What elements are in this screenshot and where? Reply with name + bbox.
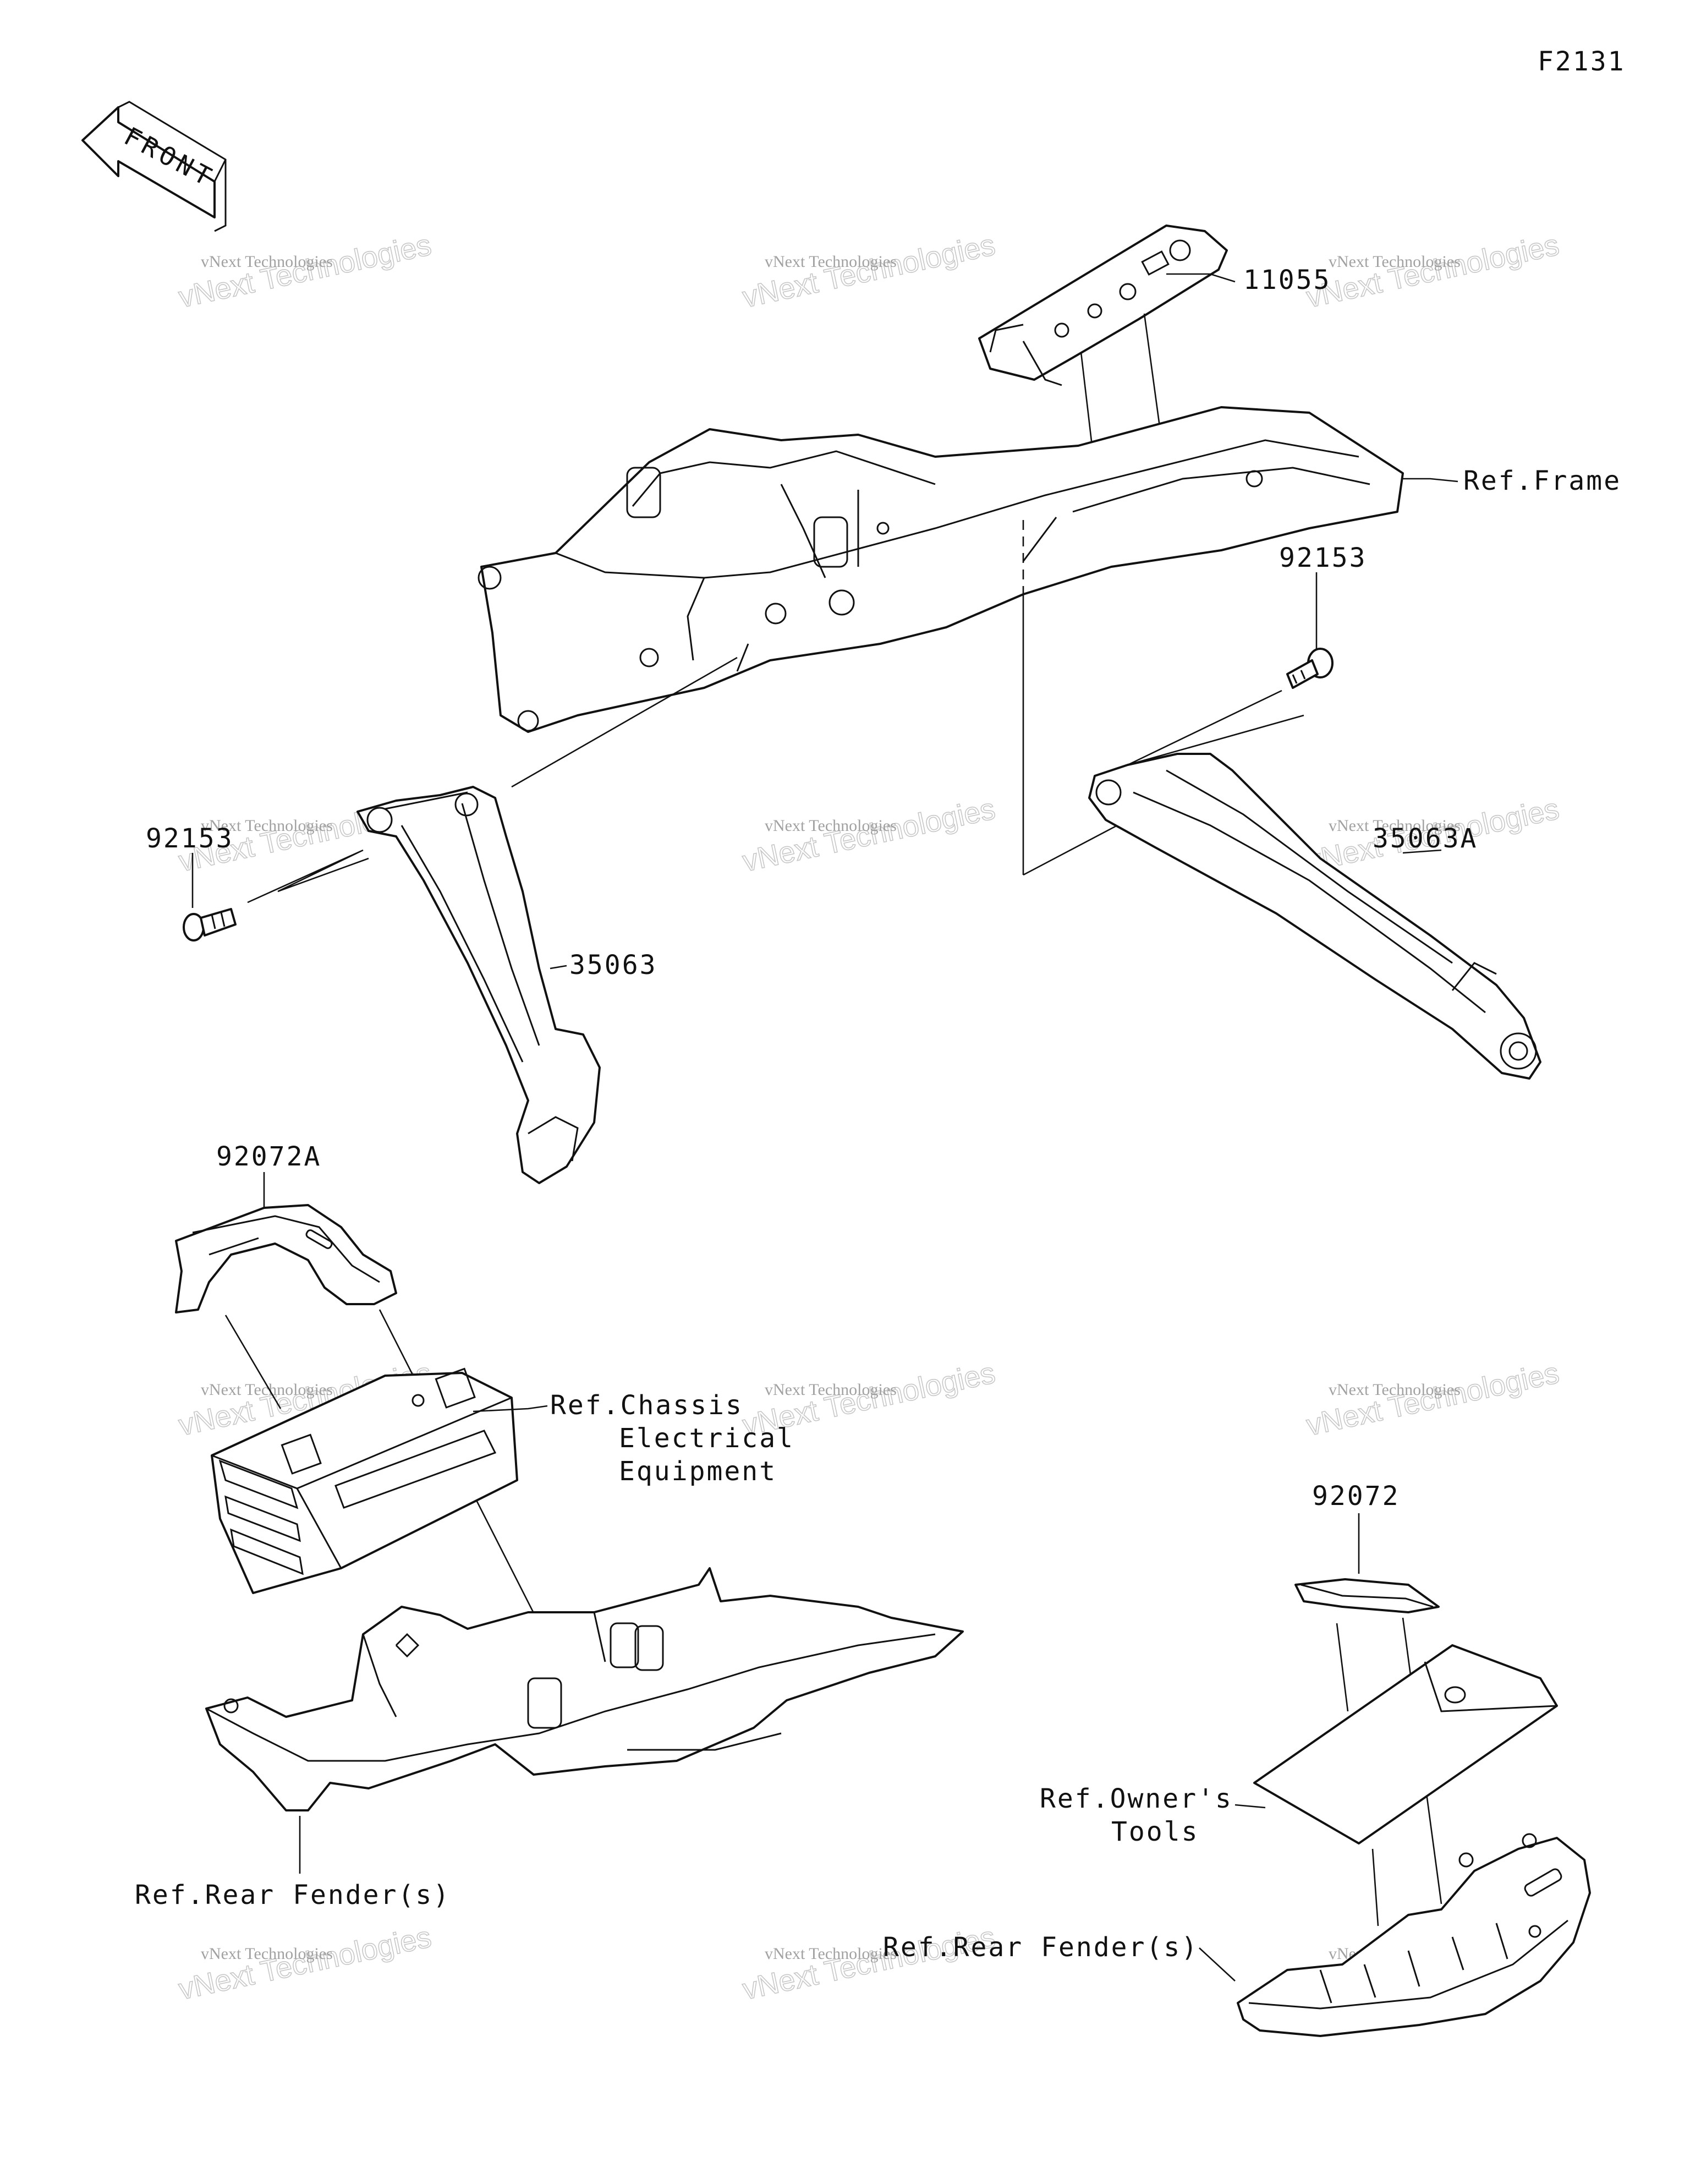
label-ref-frame: Ref.Frame bbox=[1463, 466, 1621, 496]
battery bbox=[211, 1367, 518, 1594]
leader-line bbox=[1127, 689, 1304, 766]
label-ref-chassis-3: Equipment bbox=[619, 1456, 777, 1487]
watermark-text: vNext Technologies bbox=[176, 1920, 435, 2006]
label-92153-right: 92153 bbox=[1279, 543, 1367, 573]
watermark-text: vNext Technologies bbox=[1329, 1381, 1461, 1399]
watermark-text: vNext Technologies bbox=[1329, 817, 1461, 835]
label-ref-rear-fender-left: Ref.Rear Fender(s) bbox=[135, 1880, 451, 1911]
label-35063A: 35063A bbox=[1373, 823, 1478, 854]
watermark-text: vNext Technologies bbox=[740, 228, 998, 314]
watermark-text: vNext Technologies bbox=[765, 1945, 897, 1963]
leader-line bbox=[1166, 273, 1236, 283]
label-92072A: 92072A bbox=[216, 1141, 321, 1172]
label-ref-owners-1: Ref.Owner's bbox=[1040, 1783, 1233, 1814]
watermark-text: vNext Technologies bbox=[1329, 253, 1461, 271]
watermark-text: vNext Technologies bbox=[765, 1381, 897, 1399]
label-35063: 35063 bbox=[569, 950, 657, 981]
watermark-text: vNext Technologies bbox=[201, 1381, 333, 1399]
leader-line bbox=[1023, 819, 1128, 876]
main-frame bbox=[478, 406, 1404, 733]
bolt-92153-left bbox=[183, 908, 237, 942]
rear-fender-left bbox=[205, 1567, 964, 1811]
leader-line bbox=[1199, 1947, 1236, 1982]
owners-tools bbox=[1253, 1644, 1558, 1844]
leader-line bbox=[473, 1405, 548, 1413]
front-arrow-icon: FRONT bbox=[81, 101, 227, 232]
strap-92072 bbox=[1294, 1578, 1440, 1613]
watermark-text: vNext Technologies bbox=[176, 228, 435, 314]
battery-strap-92072A bbox=[175, 1204, 397, 1313]
watermark-text: vNext Technologies bbox=[1304, 1356, 1562, 1442]
label-92153-left: 92153 bbox=[146, 823, 234, 854]
watermark-text: vNext Technologies bbox=[765, 817, 897, 835]
leader-line bbox=[1234, 1804, 1266, 1809]
rear-fender-right bbox=[1237, 1833, 1591, 2037]
leader-line bbox=[1371, 1848, 1379, 1926]
leader-line bbox=[1403, 478, 1458, 483]
label-ref-owners-2: Tools bbox=[1111, 1816, 1199, 1847]
label-11055: 11055 bbox=[1243, 265, 1331, 295]
leader-line bbox=[511, 656, 738, 788]
label-ref-chassis-2: Electrical bbox=[619, 1423, 794, 1454]
watermark-text: vNext Technologies bbox=[740, 792, 998, 878]
watermark-text: vNext Technologies bbox=[201, 817, 333, 835]
bracket-11055 bbox=[978, 225, 1228, 386]
step-bracket-35063 bbox=[356, 786, 601, 1184]
watermark-text: vNext Technologies bbox=[765, 253, 897, 271]
diagram-code: F2131 bbox=[1538, 46, 1626, 77]
watermark-text: vNext Technologies bbox=[201, 253, 333, 271]
watermark-text: vNext Technologies bbox=[1304, 228, 1562, 314]
leader-line bbox=[224, 1315, 282, 1409]
leader-line bbox=[1402, 849, 1442, 854]
leader-line bbox=[1080, 352, 1093, 446]
leader-line bbox=[1143, 313, 1162, 435]
watermark-text: vNext Technologies bbox=[201, 1945, 333, 1963]
label-ref-rear-fender-right: Ref.Rear Fender(s) bbox=[883, 1932, 1199, 1963]
leader-line bbox=[1336, 1623, 1349, 1712]
leader-line bbox=[550, 965, 567, 970]
label-92072: 92072 bbox=[1312, 1481, 1400, 1512]
label-ref-chassis-1: Ref.Chassis bbox=[550, 1390, 743, 1421]
step-bracket-35063A bbox=[1088, 753, 1541, 1080]
leader-line bbox=[247, 849, 369, 904]
bolt-92153-right bbox=[1286, 648, 1334, 689]
